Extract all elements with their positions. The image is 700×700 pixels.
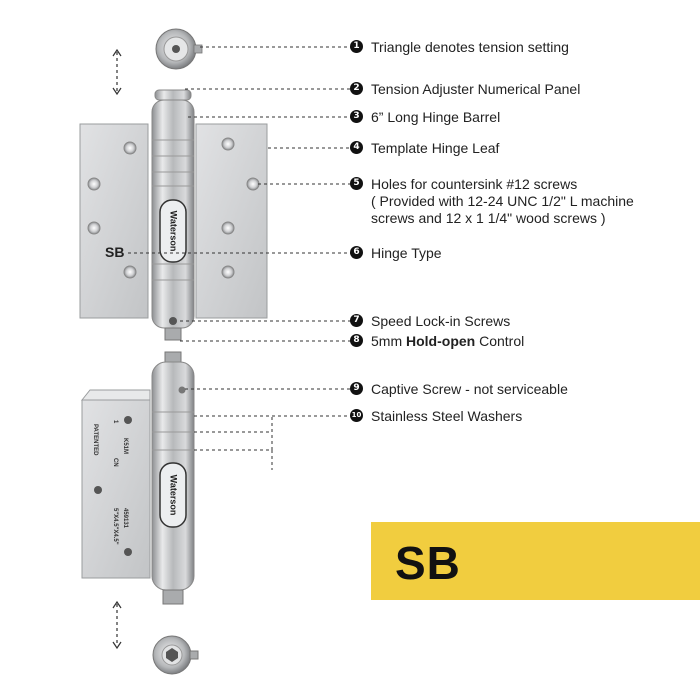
leaf-size: 5"X4.5"X4.5" [112,508,118,545]
screw-holes-upper [87,137,260,279]
brand-text-lower: Waterson [169,475,179,516]
callout-8-text: 5mm Hold-open Control [371,332,524,350]
callout-badge-8: 8 [350,334,363,347]
callout-badge-10: 10 [350,409,363,422]
callout-badge-1: 1 [350,40,363,53]
leaf-code: 459131 [122,508,128,529]
leaf-model: K51M [122,438,128,454]
callout-10-text: Stainless Steel Washers [371,408,523,424]
upper-hinge-leaf-left [79,123,149,319]
callout-1-text: Triangle denotes tension setting [371,39,569,55]
movement-arrow-bottom [112,600,122,650]
callout-4-text: Template Hinge Leaf [371,140,500,156]
callout-2-text: Tension Adjuster Numerical Panel [371,81,581,97]
brand-logo-upper: Waterson [159,199,187,263]
hinge-type-label: SB [105,244,125,260]
callout-badge-9: 9 [350,382,363,395]
tension-adjuster-knob-bottom [152,635,199,675]
upper-hinge-leaf-right [195,123,268,319]
callout-8-pre: 5mm [371,333,406,349]
leaf-patented: PATENTED [92,424,98,456]
callout-badge-3: 3 [350,110,363,123]
callout-3-text: 6” Long Hinge Barrel [371,109,501,125]
callout-5-text: Holes for countersink #12 screws [371,176,578,192]
callout-badge-5: 5 [350,177,363,190]
callout-badge-6: 6 [350,246,363,259]
leaf-qty: 1 [112,420,118,424]
leaf-origin: CN [112,458,118,467]
callout-8-post: Control [475,333,525,349]
brand-text-upper: Waterson [169,211,179,252]
movement-arrow-top [112,48,122,96]
callout-badge-7: 7 [350,314,363,327]
leader-lines [128,46,352,470]
callout-badge-2: 2 [350,82,363,95]
callout-badge-4: 4 [350,141,363,154]
callout-8-bold: Hold-open [406,333,476,349]
hinge-type-banner [371,522,700,600]
hinge-type-banner-text: SB [395,537,461,589]
brand-logo-lower: Waterson [159,462,187,528]
tension-adjuster-knob-top [155,28,203,70]
callout-6-text: Hinge Type [371,245,442,261]
leaf-markings: K51M 1 CN PATENTED 459131 5"X4.5"X4.5" [92,420,128,545]
callout-9-text: Captive Screw - not serviceable [371,381,568,397]
callout-7-text: Speed Lock-in Screws [371,313,511,329]
callout-5-line2: ( Provided with 12-24 UNC 1/2" L machine [371,193,634,209]
lower-hinge-leaf [80,389,151,579]
callout-5-line3: screws and 12 x 1 1/4" wood screws ) [371,210,606,226]
